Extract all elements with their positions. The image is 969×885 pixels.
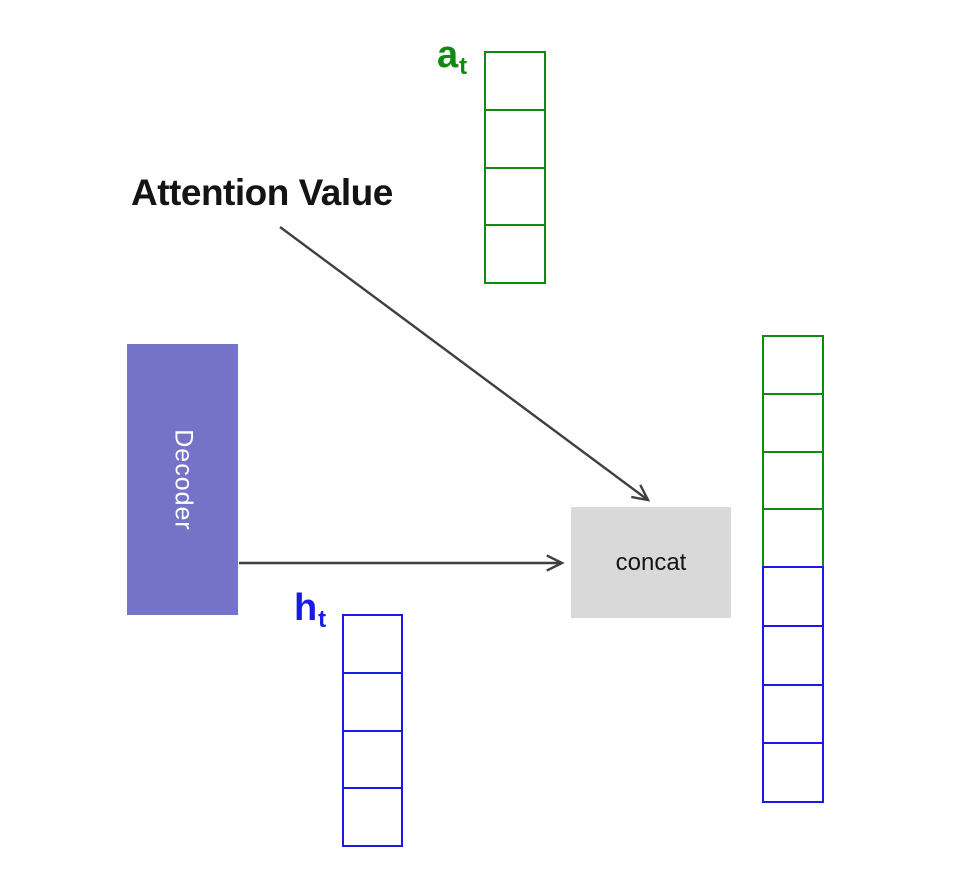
attention-value-to-concat-arrow [279, 226, 651, 502]
vector-cell [762, 624, 824, 686]
attention-vector-label: at [437, 34, 467, 78]
decoder-box: Decoder [127, 344, 238, 615]
vector-cell [762, 508, 824, 568]
output-vector-hidden-part [762, 566, 824, 803]
vector-cell [762, 392, 824, 453]
attention-vector [484, 51, 546, 284]
attention-vector-symbol: a [437, 34, 459, 76]
vector-cell [762, 335, 824, 395]
vector-cell [342, 729, 403, 790]
vector-cell [484, 51, 546, 111]
hidden-state-vector-label: ht [294, 587, 326, 631]
attention-value-label: Attention Value [131, 172, 393, 213]
decoder-label: Decoder [169, 428, 197, 531]
decoder-to-concat-arrow [239, 554, 565, 572]
vector-cell [762, 566, 824, 627]
vector-cell [342, 614, 403, 674]
vector-cell [484, 108, 546, 169]
hidden-state-vector-symbol: h [294, 587, 318, 629]
output-vector-attention-part [762, 335, 824, 568]
hidden-state-vector-subscript: t [318, 605, 327, 633]
vector-cell [484, 224, 546, 284]
hidden-state-vector [342, 614, 403, 847]
vector-cell [762, 742, 824, 803]
vector-cell [342, 787, 403, 847]
vector-cell [762, 450, 824, 511]
vector-cell [484, 166, 546, 227]
concat-box: concat [571, 507, 731, 618]
concat-label: concat [615, 548, 687, 576]
attention-vector-subscript: t [459, 52, 468, 80]
vector-cell [342, 671, 403, 732]
vector-cell [762, 683, 824, 745]
